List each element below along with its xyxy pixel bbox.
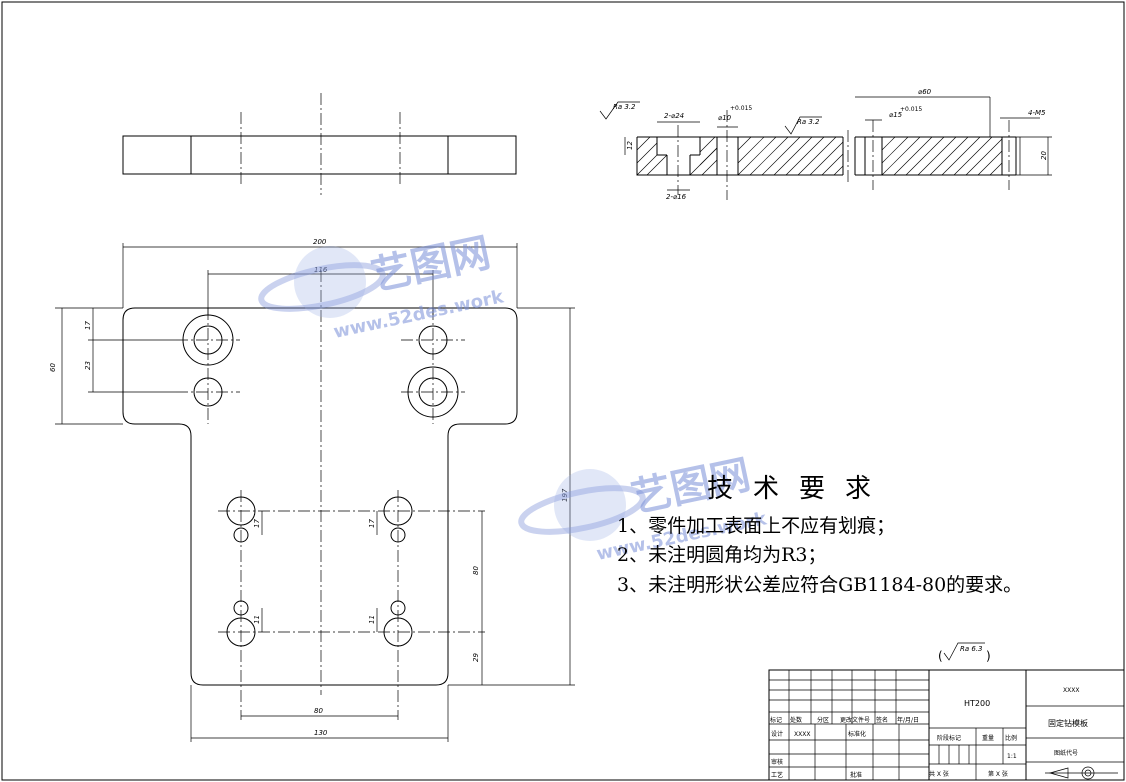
tb-header-date: 年/月/日	[897, 716, 919, 724]
side-view	[122, 93, 517, 195]
thk-12-label: 12	[626, 141, 634, 150]
tb-header-change-doc: 更改文件号	[840, 716, 870, 724]
dim-80-vertical: 80	[472, 566, 480, 575]
dim-29: 29	[472, 653, 480, 662]
projection-symbol-icon	[1045, 766, 1118, 780]
dim-116: 116	[314, 266, 328, 274]
tb-standard-label: 标准化	[848, 730, 866, 738]
tb-design-value: XXXX	[794, 731, 810, 738]
tb-scale-value: 1:1	[1007, 753, 1017, 760]
dim-11-right: 11	[368, 615, 376, 624]
dim-60: 60	[49, 363, 57, 372]
requirement-item-1: 1、零件加工表面上不应有划痕；	[617, 515, 895, 537]
d15-label: ⌀15	[889, 111, 903, 119]
d15-tol-label: +0.015	[900, 106, 922, 113]
requirements-title: 技术要求	[707, 474, 891, 504]
tb-design-label: 设计	[771, 730, 783, 738]
tb-header-zone: 分区	[817, 716, 829, 724]
tb-drawing-no-label: 图纸代号	[1054, 749, 1078, 757]
tb-header-mark: 标记	[770, 716, 782, 724]
dim-17-top: 17	[84, 321, 92, 330]
d10-label: ⌀10	[718, 114, 732, 122]
roughness-open: (	[938, 649, 943, 663]
ra-left-label: Ra 3.2	[613, 103, 636, 111]
tb-process-label: 工艺	[771, 771, 783, 779]
d60-label: ⌀60	[918, 88, 932, 96]
tb-header-sign: 签名	[876, 716, 888, 724]
tb-sheets-total: 共 X 张	[929, 770, 949, 778]
tb-approve-label: 批准	[850, 771, 862, 779]
title-block: 标记 处数 分区 更改文件号 签名 年/月/日 设计 XXXX 标准化 审核 工…	[768, 669, 1125, 781]
requirement-item-2: 2、未注明圆角均为R3；	[617, 544, 826, 566]
d16-label: 2-⌀16	[666, 193, 687, 201]
tb-company: XXXX	[1063, 687, 1079, 694]
section-view: Ra 3.2 Ra 3.2 12 2-⌀24 2-⌀16 ⌀10 +0.015 …	[599, 88, 1052, 201]
requirement-item-3: 3、未注明形状公差应符合GB1184-80的要求。	[617, 574, 1022, 596]
front-view: 200 116 60 17 23 197 80 29 80 130 17 17 …	[49, 238, 575, 742]
dim-17-right: 17	[368, 519, 376, 528]
d10-tol-label: +0.015	[730, 105, 752, 112]
tb-part-name: 固定钻模板	[1048, 718, 1088, 728]
dim-197: 197	[561, 488, 569, 502]
dim-17-left: 17	[253, 519, 261, 528]
roughness-value: Ra 6.3	[960, 645, 983, 653]
tb-review-label: 审核	[771, 758, 783, 766]
dim-23-top: 23	[84, 361, 92, 370]
tb-stage-label: 阶段标记	[937, 734, 961, 742]
dim-80-horizontal: 80	[314, 707, 323, 715]
tb-scale-label: 比例	[1005, 734, 1017, 742]
tb-material: HT200	[964, 699, 990, 708]
dim-11-left: 11	[253, 615, 261, 624]
ra-mid-label: Ra 3.2	[797, 118, 820, 126]
tb-sheet-number: 第 X 张	[988, 770, 1008, 778]
dim-130: 130	[314, 729, 328, 737]
tb-weight-label: 重量	[982, 734, 994, 742]
d24-label: 2-⌀24	[664, 112, 684, 120]
m5-label: 4-M5	[1028, 109, 1046, 117]
thk-20-label: 20	[1040, 151, 1048, 160]
dim-200: 200	[313, 238, 327, 246]
tb-header-count: 处数	[790, 716, 802, 724]
technical-requirements: 技术要求 1、零件加工表面上不应有划痕； 2、未注明圆角均为R3； 3、未注明形…	[617, 474, 1022, 596]
roughness-close: )	[986, 649, 991, 663]
watermark-brand-top: 艺图网	[368, 230, 495, 300]
roughness-note: ( Ra 6.3 )	[938, 642, 991, 663]
